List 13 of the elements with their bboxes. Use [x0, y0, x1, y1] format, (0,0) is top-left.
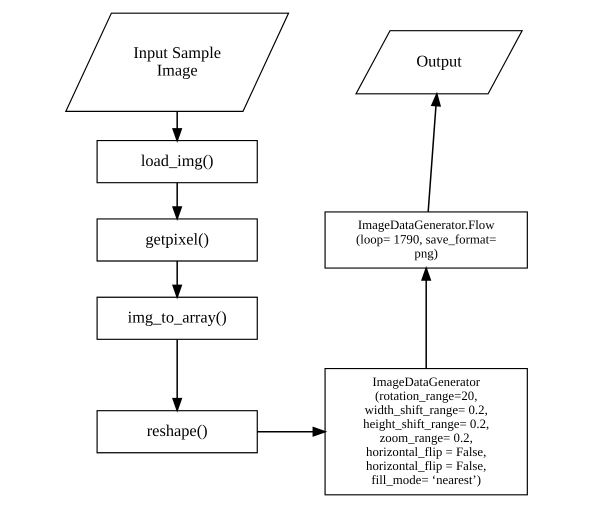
- node-box: img_to_array(): [96, 296, 258, 340]
- node-box: ImageDataGenerator (rotation_range=20, width_shift_range= 0.2, height_shift_range= 0.2, zoom_range= 0.2, horizontal_flip = False, horizontal_flip = False, fill_mode= ‘nearest’): [324, 368, 528, 496]
- node-box: ImageDataGenerator.Flow (loop= 1790, save_format= png): [324, 211, 528, 269]
- node-box: reshape(): [96, 410, 258, 454]
- arrow: [420, 266, 431, 368]
- arrow: [172, 111, 182, 143]
- arrow: [256, 426, 327, 437]
- arrow: [426, 92, 441, 212]
- node-box: load_img(): [96, 140, 258, 184]
- arrow: [172, 340, 182, 413]
- arrow: [172, 182, 182, 221]
- node-box: getpixel(): [96, 218, 258, 262]
- arrow: [172, 261, 182, 300]
